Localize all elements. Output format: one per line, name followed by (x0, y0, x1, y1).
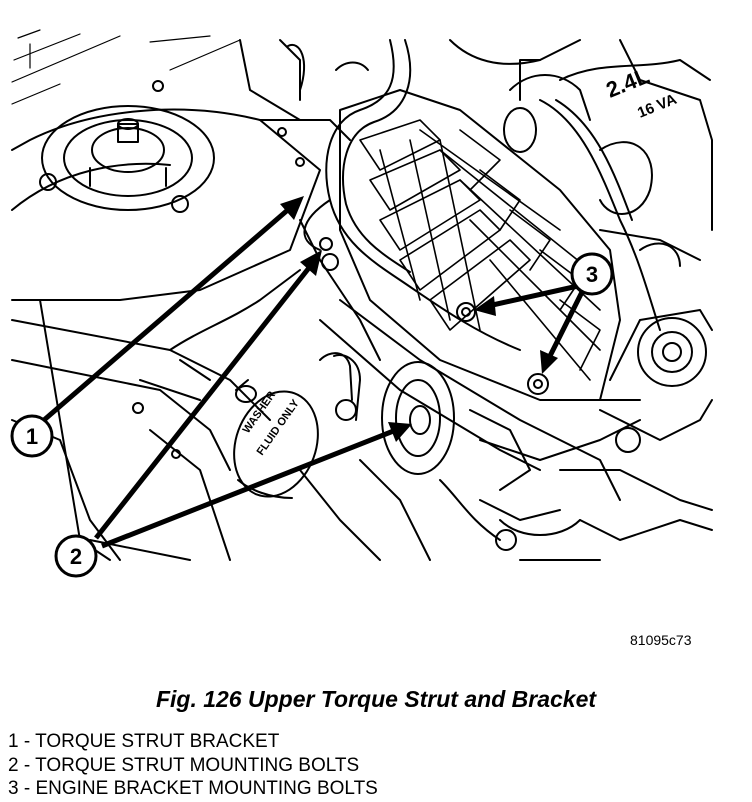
hood-hatching (11, 29, 241, 105)
legend-item: 1 - TORQUE STRUT BRACKET (8, 731, 280, 752)
figure-id: 81095c73 (630, 632, 692, 648)
fender-panel (11, 108, 321, 301)
callout-2: 2 (54, 534, 98, 578)
engine-mount (599, 309, 713, 453)
callout-2-label: 2 (70, 544, 82, 569)
callout-3-label: 3 (586, 262, 598, 287)
engine-valve-label: 16 VA (635, 91, 679, 122)
legend: 1 - TORQUE STRUT BRACKET 2 - TORQUE STRU… (8, 730, 378, 801)
strut-tower (39, 80, 215, 213)
torque-strut (319, 299, 641, 551)
callout-3: 3 (570, 252, 614, 296)
callout-1-label: 1 (26, 424, 38, 449)
legend-item: 3 - ENGINE BRACKET MOUNTING BOLTS (8, 778, 378, 799)
figure-title: Fig. 126 Upper Torque Strut and Bracket (155, 686, 597, 712)
legend-item: 2 - TORQUE STRUT MOUNTING BOLTS (8, 754, 360, 776)
engine-size-label: 2.4L (603, 63, 653, 103)
callout-1: 1 (10, 414, 54, 458)
washer-cap (233, 379, 319, 499)
leader-lines (42, 196, 585, 549)
valve-cover (339, 89, 621, 401)
